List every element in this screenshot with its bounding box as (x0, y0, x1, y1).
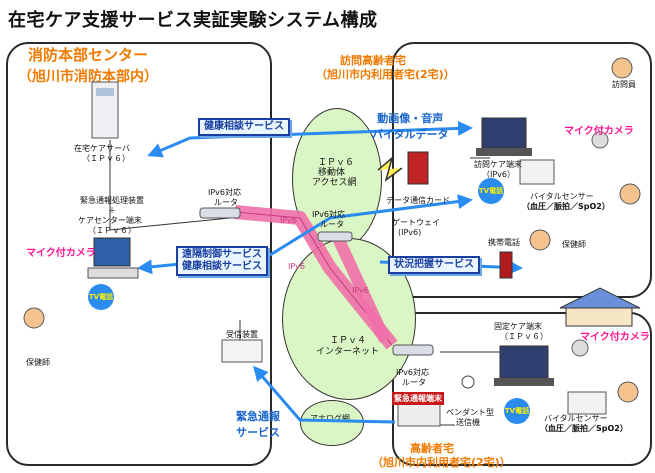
tv-phone-hq-badge: TV電話 (88, 284, 114, 310)
fire-hq-title: 消防本部センター (28, 46, 149, 64)
ipv6-mobile-label-3: アクセス網 (312, 178, 357, 188)
page-title: 在宅ケア支援サービス実証実験システム構成 (8, 10, 378, 31)
analog-label: アナログ網 (310, 414, 350, 423)
tunnel-label-1: IPv6 (280, 216, 298, 225)
tv-phone-visit-badge: TV電話 (478, 178, 504, 204)
router-left-label-2: ルータ (214, 198, 238, 207)
remote-control-line1: 遠隔制御サービス (182, 249, 262, 260)
elder-home-subtitle: （旭川市内利用者宅(2宅)） (372, 456, 511, 469)
nurse-left-label: 保健師 (26, 358, 50, 367)
visit-terminal-label-1: 訪問ケア端末 (474, 160, 522, 169)
router-mid-label-2: ルータ (320, 220, 344, 229)
remote-control-line2: 健康相談サービス (182, 261, 262, 272)
tunnel-label-2: IPv6 (288, 262, 306, 271)
gateway-label-1: ゲートウェイ (392, 218, 440, 227)
router-left-label-1: IPv6対応 (208, 188, 242, 197)
vital-sensor-visit-label-1: バイタルセンサー (530, 192, 594, 201)
visitor-label: 訪問員 (612, 80, 636, 89)
pendant-label-1: ペンダント型 (446, 408, 494, 417)
status-service: 状況把握サービス (388, 256, 480, 274)
vital-sensor-home-label-2: （血圧／脈拍／SpO2） (540, 424, 628, 433)
home-server-label-2: （ＩＰｖ６） (82, 154, 130, 163)
remote-control-service: 遠隔制御サービス 健康相談サービス (176, 246, 268, 276)
fixed-terminal-label-1: 固定ケア端末 (494, 322, 542, 331)
router-low-label-1: IPv6対応 (396, 368, 430, 377)
router-low-label-2: ルータ (402, 378, 426, 387)
vital-sensor-visit-label-2: （血圧／脈拍／SpO2） (522, 202, 610, 211)
visit-home-subtitle: （旭川市内利用者宅(2宅)） (316, 68, 455, 81)
vital-sensor-home-label-1: バイタルセンサー (544, 414, 608, 423)
visit-terminal-label-2: （IPv6） (482, 170, 516, 179)
gateway-label-2: (IPv6) (398, 228, 422, 237)
mic-camera-home: マイク付カメラ (580, 332, 650, 343)
tunnel-label-3: IPv6 (352, 286, 370, 295)
emergency-terminal-label-4: （ＩＰｖ６） (88, 226, 136, 235)
mic-camera-visit: マイク付カメラ (564, 126, 634, 137)
ipv6-mobile-label-2: 移動体 (318, 168, 346, 178)
ipv4-label-1: ＩＰｖ４ (330, 336, 367, 346)
video-line1: 動画像・音声 (377, 112, 444, 125)
emergency-terminal-label-2: ＋ (108, 206, 116, 215)
visit-home-title: 訪問高齢者宅 (340, 54, 406, 67)
ipv6-mobile-label-1: ＩＰｖ６ (318, 158, 355, 168)
data-card-label: データ通信カード (386, 196, 450, 205)
video-vital-data-label: 動画像・音声 バイタルデータ (372, 110, 449, 142)
nurse-right-label: 保健師 (562, 240, 586, 249)
router-mid-label-1: IPv6対応 (312, 210, 346, 219)
ipv4-label-2: インターネット (316, 347, 380, 357)
emergency-service: 緊急通報 サービス (236, 408, 280, 440)
emergency-terminal-label-1: 緊急通報処理装置 (80, 196, 144, 205)
fire-hq-subtitle: （旭川市消防本部内） (18, 69, 158, 85)
elder-home-panel (392, 312, 652, 466)
mic-camera-hq: マイク付カメラ (26, 248, 96, 259)
home-server-label-1: 在宅ケアサーバ (74, 144, 130, 153)
tv-phone-home-badge: TV電話 (504, 398, 530, 424)
mobile-phone-label: 携帯電話 (488, 238, 520, 247)
elder-home-title: 高齢者宅 (410, 442, 454, 455)
emergency-terminal-label-3: ケアセンター端末 (78, 216, 142, 225)
video-line2: バイタルデータ (372, 128, 449, 141)
emergency-device-label: 緊急通報端末 (392, 392, 444, 405)
receiver-label: 受信装置 (226, 330, 258, 339)
fixed-terminal-label-2: （ＩＰｖ６） (500, 332, 548, 341)
analog-network (300, 400, 364, 446)
health-consult-service: 健康相談サービス (198, 118, 290, 136)
emergency-line1: 緊急通報 (236, 410, 280, 423)
emergency-line2: サービス (236, 426, 280, 439)
pendant-label-2: 送信機 (456, 418, 480, 427)
